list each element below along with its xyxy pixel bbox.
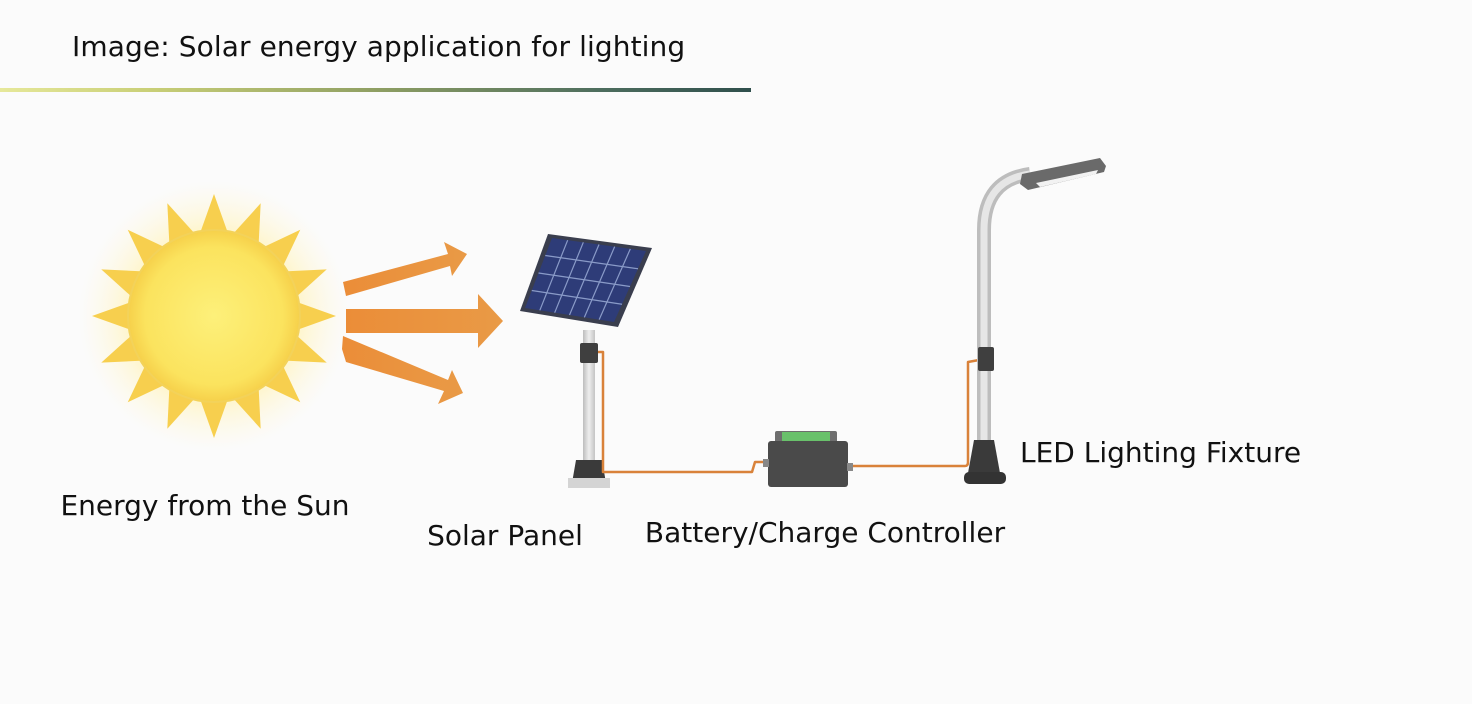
- street-lamp-icon: [964, 158, 1106, 484]
- panel-cell-divider: [531, 289, 623, 305]
- arrow-up-icon: [343, 242, 467, 296]
- panel-cell-divider: [538, 272, 631, 288]
- panel-cell-divider: [545, 254, 639, 270]
- sun-icon: [79, 181, 349, 451]
- energy-arrows: [342, 242, 503, 404]
- sun-ray: [127, 229, 166, 268]
- arrow-right-icon: [346, 294, 503, 348]
- sun-ray: [200, 194, 228, 234]
- sun-ray: [200, 398, 228, 438]
- arrow-down-icon: [342, 336, 463, 404]
- solar-panel-icon: [520, 234, 652, 488]
- sun-ray: [127, 364, 166, 403]
- title-underline: [0, 88, 751, 92]
- wire-panel-to-battery: [598, 350, 768, 474]
- led-label: LED Lighting Fixture: [1020, 436, 1302, 469]
- wire-battery-to-led: [848, 358, 980, 468]
- sun-ray: [262, 364, 301, 403]
- solar-panel-label: Solar Panel: [427, 519, 583, 552]
- page-title: Image: Solar energy application for ligh…: [72, 30, 686, 63]
- sun-ray: [92, 302, 132, 330]
- wires: [598, 350, 980, 474]
- battery-icon: [763, 431, 853, 487]
- battery-label: Battery/Charge Controller: [644, 516, 1006, 549]
- sun-ray: [262, 229, 301, 268]
- sun-ray: [296, 302, 336, 330]
- sun-label: Energy from the Sun: [60, 489, 350, 522]
